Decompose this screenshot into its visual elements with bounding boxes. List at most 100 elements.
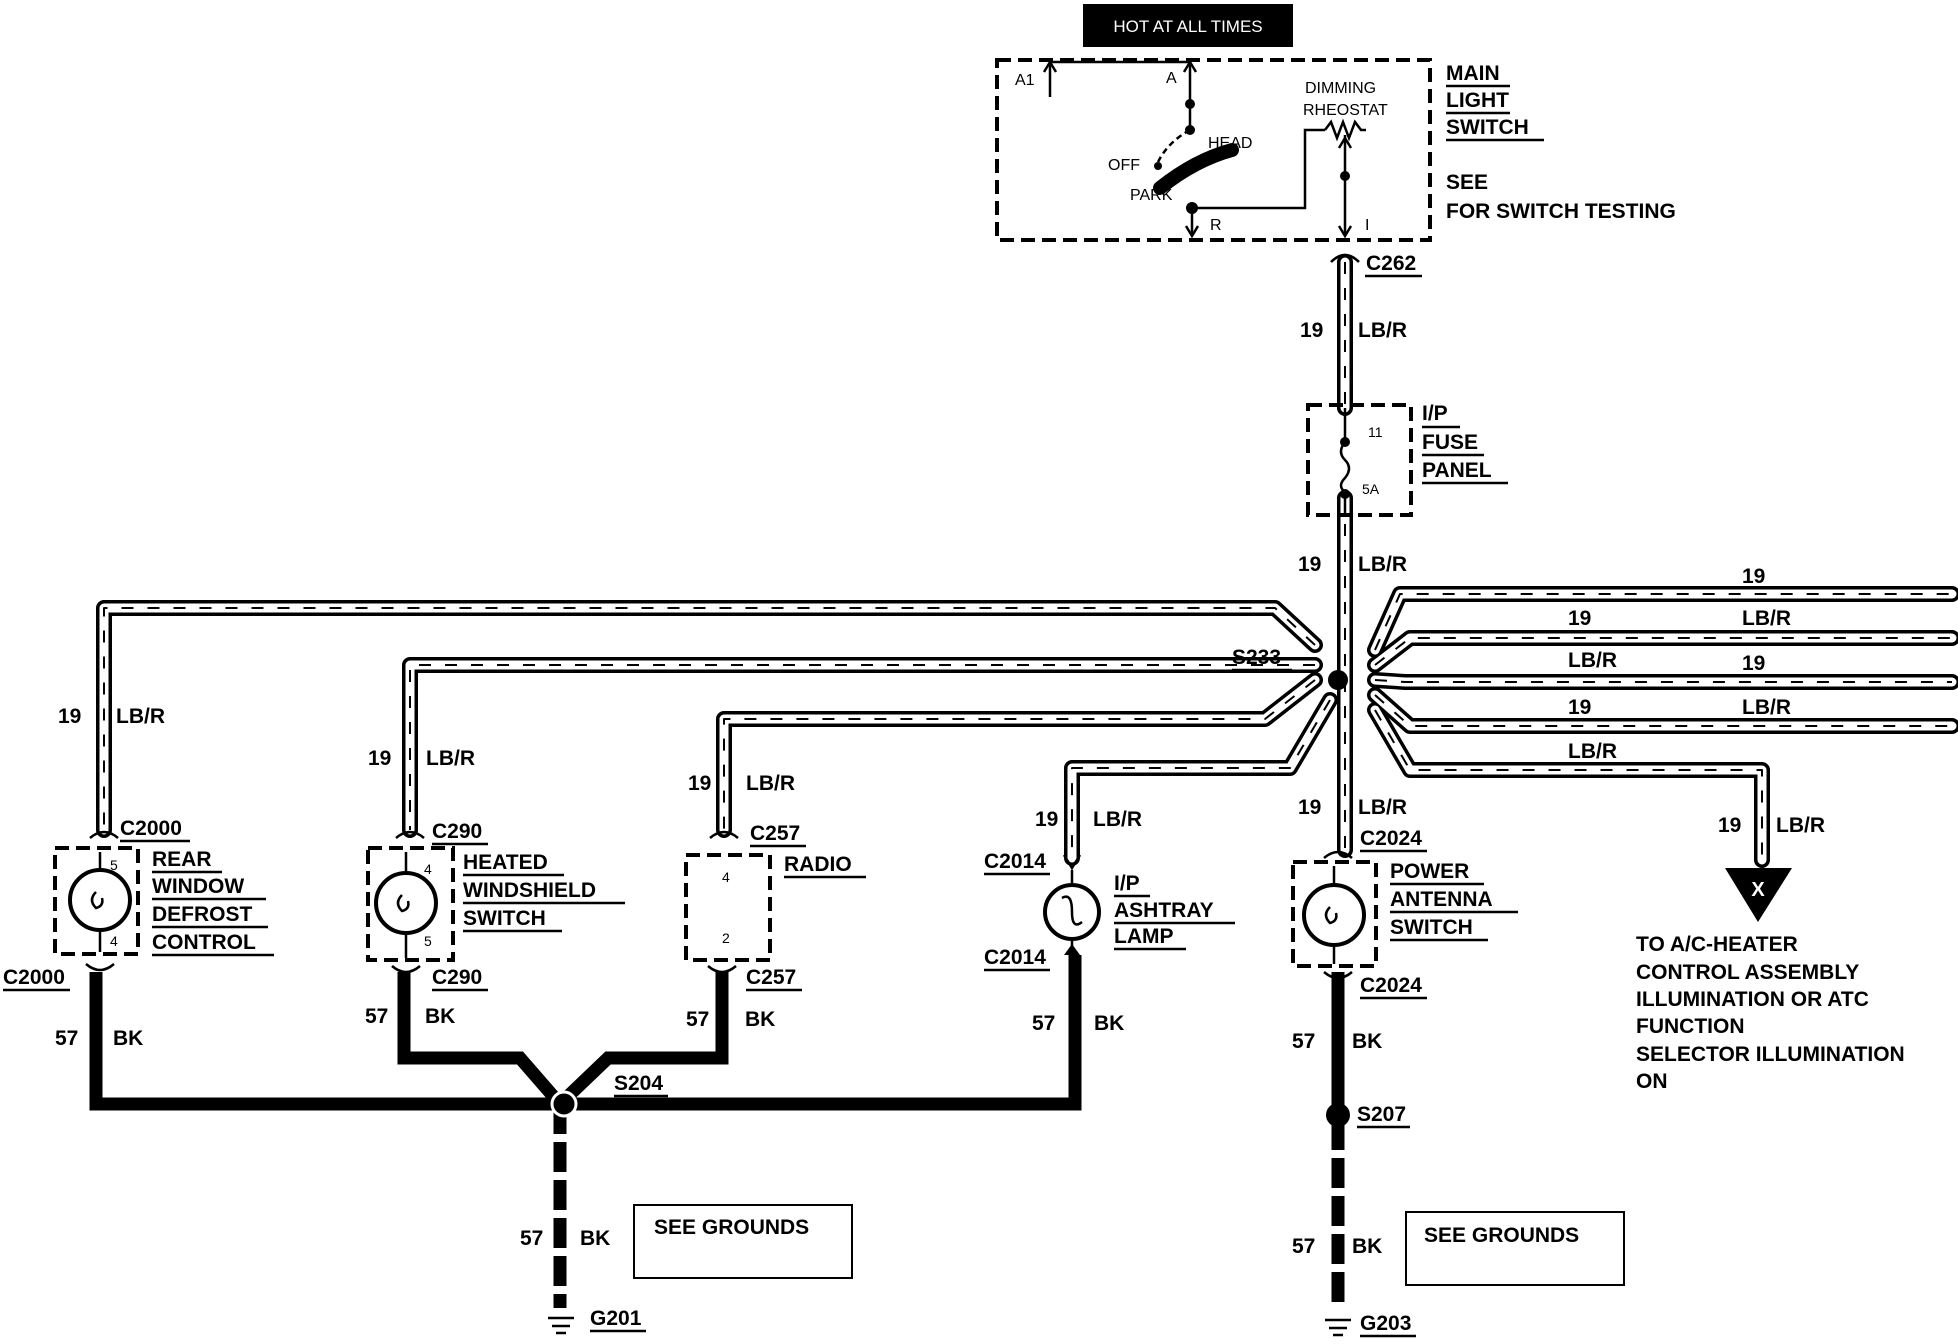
wire-19-label: 19 <box>688 772 711 795</box>
rear-window-defrost-control: 5 4 C2000 C2000 REAR WINDOW DEFROST CONT… <box>3 817 274 992</box>
hot-at-all-times-label: HOT AT ALL TIMES <box>1113 17 1262 36</box>
fuse-number: 11 <box>1368 424 1383 440</box>
fuse-panel-title-2: FUSE <box>1422 431 1478 454</box>
ashtray-title-3: LAMP <box>1114 925 1174 948</box>
main-switch-title-2: LIGHT <box>1446 89 1509 112</box>
wire-lbr-label: LB/R <box>1358 553 1407 576</box>
s207-label: S207 <box>1357 1103 1406 1126</box>
bk-ground-wires: S204 S207 <box>89 955 1410 1310</box>
power-antenna-switch: C2024 C2024 POWER ANTENNA SWITCH <box>1291 827 1518 1000</box>
lbr-wires <box>96 254 1958 868</box>
ground-g203: SEE GROUNDS G203 <box>1325 1211 1625 1338</box>
wire-lbr-label: LB/R <box>1742 696 1791 719</box>
wire-57-label: 57 <box>520 1227 543 1250</box>
antenna-connector-top: C2024 <box>1360 827 1422 850</box>
fuse-rating: 5A <box>1362 481 1380 497</box>
see-grounds-box-2: SEE GROUNDS <box>1424 1224 1579 1247</box>
splice-s233: S233 <box>1232 646 1348 690</box>
wire-57-label: 57 <box>55 1027 78 1050</box>
main-light-switch: A1 A OFF PARK HEAD R DIMMING RHEOSTAT I … <box>995 58 1676 278</box>
radio-pin-bottom: 2 <box>722 930 730 946</box>
rear-defrost-title-3: DEFROST <box>152 903 253 926</box>
wire-lbr-label: LB/R <box>1568 740 1617 763</box>
wire-19-label: 19 <box>1568 696 1591 719</box>
wire-lbr-label: LB/R <box>116 705 165 728</box>
ac-heater-marker: X <box>1751 879 1765 901</box>
wire-bk-label: BK <box>1352 1235 1382 1258</box>
wire-19-label: 19 <box>1718 814 1741 837</box>
wire-57-label: 57 <box>1292 1235 1315 1258</box>
wire-bk-label: BK <box>580 1227 610 1250</box>
bk-wire-labels: 57 BK 57 BK 57 BK 57 BK 57 BK 57 BK 57 B… <box>55 1005 1382 1258</box>
ground-g201: SEE GROUNDS G201 <box>548 1204 853 1335</box>
s233-label: S233 <box>1232 646 1281 669</box>
see-grounds-box-1: SEE GROUNDS <box>654 1216 809 1239</box>
ac-heater-line-6: ON <box>1636 1070 1668 1093</box>
antenna-connector-bottom: C2024 <box>1360 974 1422 997</box>
rheostat-label-2: RHEOSTAT <box>1303 102 1388 119</box>
main-switch-title-1: MAIN <box>1446 62 1500 85</box>
pin-r: R <box>1210 217 1222 234</box>
main-switch-title-3: SWITCH <box>1446 116 1529 139</box>
wire-19-label: 19 <box>1035 808 1058 831</box>
position-head: HEAD <box>1208 135 1252 152</box>
heated-ws-title-2: WINDSHIELD <box>463 879 596 902</box>
antenna-title-3: SWITCH <box>1390 916 1473 939</box>
wire-bk-label: BK <box>425 1005 455 1028</box>
wire-bk-label: BK <box>1352 1030 1382 1053</box>
wire-lbr-label: LB/R <box>1776 814 1825 837</box>
ac-heater-line-5: SELECTOR ILLUMINATION <box>1636 1043 1905 1066</box>
rear-defrost-title-1: REAR <box>152 848 212 871</box>
heated-ws-title-3: SWITCH <box>463 907 546 930</box>
heated-ws-title-1: HEATED <box>463 851 548 874</box>
radio-pin-top: 4 <box>722 869 730 885</box>
radio-connector-bottom: C257 <box>746 966 796 989</box>
pin-i: I <box>1365 217 1369 234</box>
position-off: OFF <box>1108 157 1140 174</box>
heated-ws-pin-top: 4 <box>424 861 432 877</box>
radio-title: RADIO <box>784 853 852 876</box>
ip-ashtray-lamp: C2014 C2014 I/P ASHTRAY LAMP <box>984 850 1235 972</box>
ac-heater-line-3: ILLUMINATION OR ATC <box>1636 988 1869 1011</box>
wire-57-label: 57 <box>686 1008 709 1031</box>
wire-19-label: 19 <box>58 705 81 728</box>
heated-ws-pin-bottom: 5 <box>424 933 432 949</box>
wire-19-label: 19 <box>1568 607 1591 630</box>
wire-57-label: 57 <box>365 1005 388 1028</box>
see-line-2: FOR SWITCH TESTING <box>1446 200 1676 223</box>
wire-lbr-label: LB/R <box>1358 319 1407 342</box>
ac-heater-line-4: FUNCTION <box>1636 1015 1745 1038</box>
ac-heater-reference: X TO A/C-HEATER CONTROL ASSEMBLY ILLUMIN… <box>1636 868 1905 1093</box>
rear-defrost-connector-top: C2000 <box>120 817 182 840</box>
wire-19-label: 19 <box>1742 565 1765 588</box>
rear-defrost-connector-bottom: C2000 <box>3 966 65 989</box>
rear-defrost-title-2: WINDOW <box>152 875 244 898</box>
rear-defrost-title-4: CONTROL <box>152 931 256 954</box>
ip-fuse-panel: 11 5A I/P FUSE PANEL <box>1306 402 1508 517</box>
wire-lbr-label: LB/R <box>1093 808 1142 831</box>
wire-bk-label: BK <box>745 1008 775 1031</box>
ashtray-title-1: I/P <box>1114 872 1140 895</box>
ac-heater-line-2: CONTROL ASSEMBLY <box>1636 961 1859 984</box>
pin-a: A <box>1166 70 1177 87</box>
wire-lbr-label: LB/R <box>1742 607 1791 630</box>
antenna-title-1: POWER <box>1390 860 1469 883</box>
wire-57-label: 57 <box>1292 1030 1315 1053</box>
g201-label: G201 <box>590 1307 642 1330</box>
wire-19-label: 19 <box>368 747 391 770</box>
position-park: PARK <box>1130 187 1173 204</box>
ashtray-connector-bottom: C2014 <box>984 946 1046 969</box>
antenna-title-2: ANTENNA <box>1390 888 1493 911</box>
rear-defrost-pin-top: 5 <box>110 857 118 873</box>
g203-label: G203 <box>1360 1312 1411 1335</box>
wire-19-label: 19 <box>1298 553 1321 576</box>
wire-19-label: 19 <box>1298 796 1321 819</box>
hot-at-all-times-badge: HOT AT ALL TIMES <box>1083 4 1293 47</box>
wire-bk-label: BK <box>113 1027 143 1050</box>
wire-19-label: 19 <box>1742 652 1765 675</box>
ac-heater-line-1: TO A/C-HEATER <box>1636 933 1798 956</box>
rheostat-label-1: DIMMING <box>1305 80 1376 97</box>
fuse-panel-title-3: PANEL <box>1422 459 1492 482</box>
wire-bk-label: BK <box>1094 1012 1124 1035</box>
